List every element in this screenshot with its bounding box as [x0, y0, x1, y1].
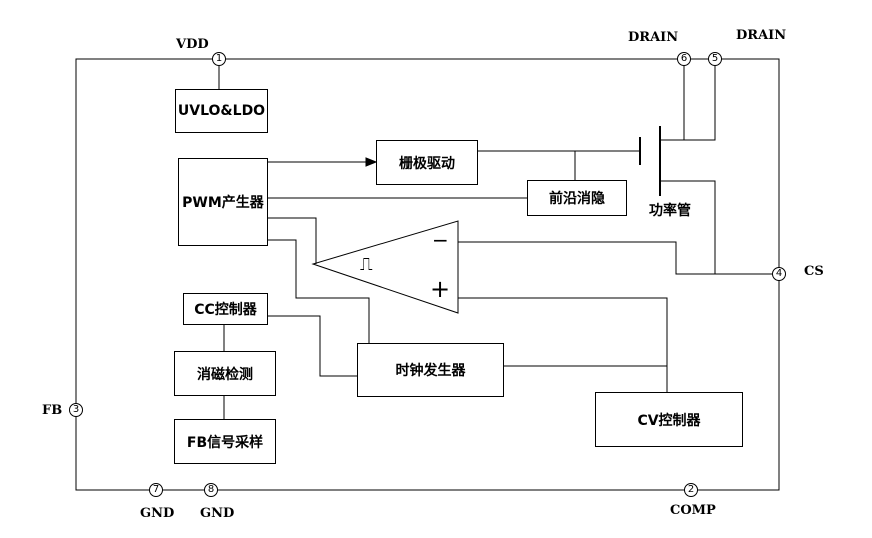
- block-leading-edge-blanking: 前沿消隐: [527, 180, 627, 216]
- arrow-pwm-gate: [365, 157, 378, 167]
- block-clock-generator: 时钟发生器: [357, 343, 504, 397]
- comparator-plus-sign: +: [430, 275, 451, 303]
- comparator: [311, 220, 459, 314]
- pin-vdd: 1: [212, 52, 226, 66]
- pin-cs: 4: [772, 267, 786, 281]
- wire-cc-clock: [268, 315, 357, 377]
- pin-label-cs: CS: [804, 264, 824, 279]
- pin-label-gnd-8: GND: [200, 506, 235, 521]
- comparator-hysteresis-icon: ⎍: [360, 254, 373, 275]
- pin-label-comp: COMP: [670, 503, 716, 518]
- pin-gnd-8: 8: [204, 483, 218, 497]
- wire-source-cs: [660, 180, 772, 275]
- pin-label-drain-6: DRAIN: [628, 30, 679, 45]
- pin-comp: 2: [684, 483, 698, 497]
- wire-cs-comp: [458, 241, 715, 275]
- pin-fb: 3: [69, 403, 83, 417]
- block-pwm-generator: PWM产生器: [178, 158, 268, 246]
- comparator-minus-sign: −: [432, 228, 449, 252]
- block-demag-detect: 消磁检测: [174, 351, 276, 396]
- wire-drain: [660, 66, 716, 141]
- block-uvlo-ldo: UVLO&LDO: [175, 89, 268, 133]
- wire-comp-pwm: [268, 217, 317, 264]
- pin-label-fb: FB: [42, 403, 63, 418]
- pin-label-gnd-7: GND: [140, 506, 175, 521]
- block-gate-drive: 栅极驱动: [376, 140, 478, 185]
- pin-label-vdd: VDD: [176, 37, 209, 52]
- pin-label-drain-5: DRAIN: [736, 28, 787, 43]
- wire-pwm-clock: [268, 239, 370, 343]
- pin-drain-6: 6: [677, 52, 691, 66]
- block-cv-controller: CV控制器: [595, 392, 743, 447]
- pin-drain-5: 5: [708, 52, 722, 66]
- block-fb-sampling: FB信号采样: [174, 419, 276, 464]
- block-cc-controller: CC控制器: [183, 293, 268, 325]
- label-power-mosfet: 功率管: [649, 203, 691, 219]
- pin-gnd-7: 7: [149, 483, 163, 497]
- wire-cv-comp: [458, 297, 668, 392]
